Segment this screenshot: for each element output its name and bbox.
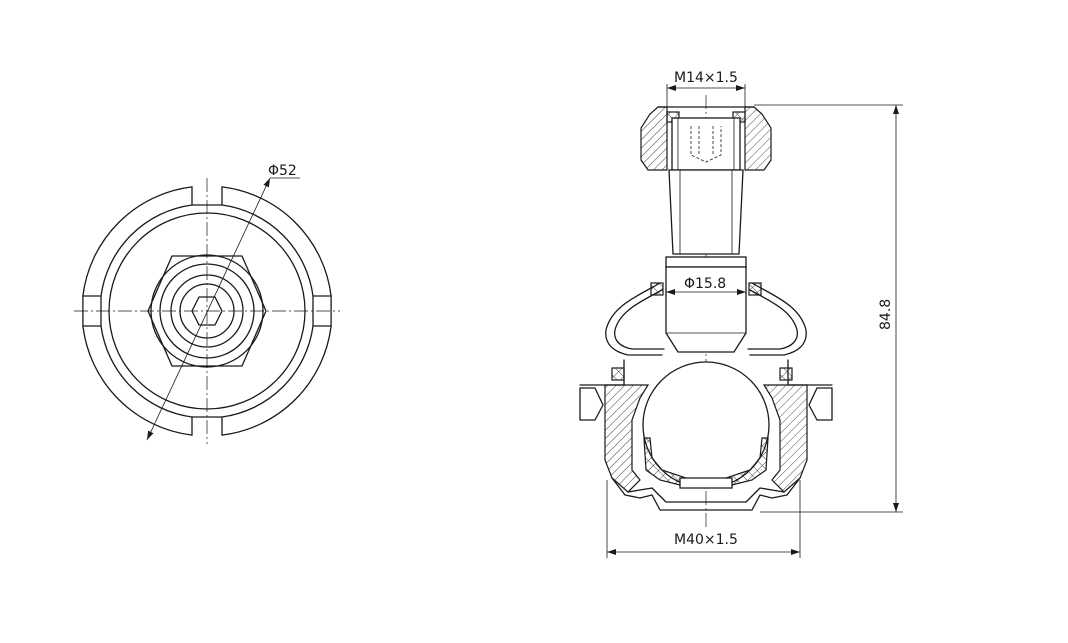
housing-right-wall bbox=[762, 384, 808, 493]
top-thread-label: M14×1.5 bbox=[674, 70, 738, 86]
boot-ring-bottom-right bbox=[779, 367, 793, 381]
dust-boot-right bbox=[749, 282, 807, 356]
stud-collar bbox=[665, 256, 747, 268]
slotted-ring-outer bbox=[82, 186, 332, 436]
top-nut-right bbox=[744, 106, 772, 171]
dust-boot-left-inner bbox=[614, 289, 665, 350]
top-nut-left bbox=[640, 106, 668, 171]
bottom-thread-label: M40×1.5 bbox=[674, 532, 738, 548]
outer-diameter-label: Φ52 bbox=[268, 163, 297, 179]
diameter-leader-line bbox=[146, 177, 271, 441]
dust-boot-right-inner bbox=[747, 289, 798, 350]
shank-diameter-label: Φ15.8 bbox=[684, 276, 726, 292]
slot-right bbox=[312, 295, 332, 327]
ball-seat bbox=[679, 477, 733, 489]
bottom-cover-inner bbox=[627, 487, 785, 503]
hex-socket-hidden bbox=[690, 126, 722, 163]
housing-outer bbox=[579, 359, 833, 421]
dust-boot-left bbox=[605, 282, 663, 356]
slot-left bbox=[82, 295, 102, 327]
top-view: Φ52 bbox=[74, 163, 340, 444]
section-view: M14×1.5 Φ15.8 M40×1.5 84.8 bbox=[579, 70, 903, 558]
boot-ring-bottom-left bbox=[611, 367, 625, 381]
boot-ring-top-right bbox=[748, 282, 762, 296]
stud-shank bbox=[668, 169, 744, 255]
ring-inner-circle bbox=[100, 204, 314, 418]
overall-height-label: 84.8 bbox=[878, 299, 894, 330]
bottom-cover bbox=[611, 477, 801, 511]
boot-ring-top-left bbox=[650, 282, 664, 296]
housing-left-wall bbox=[604, 384, 650, 493]
